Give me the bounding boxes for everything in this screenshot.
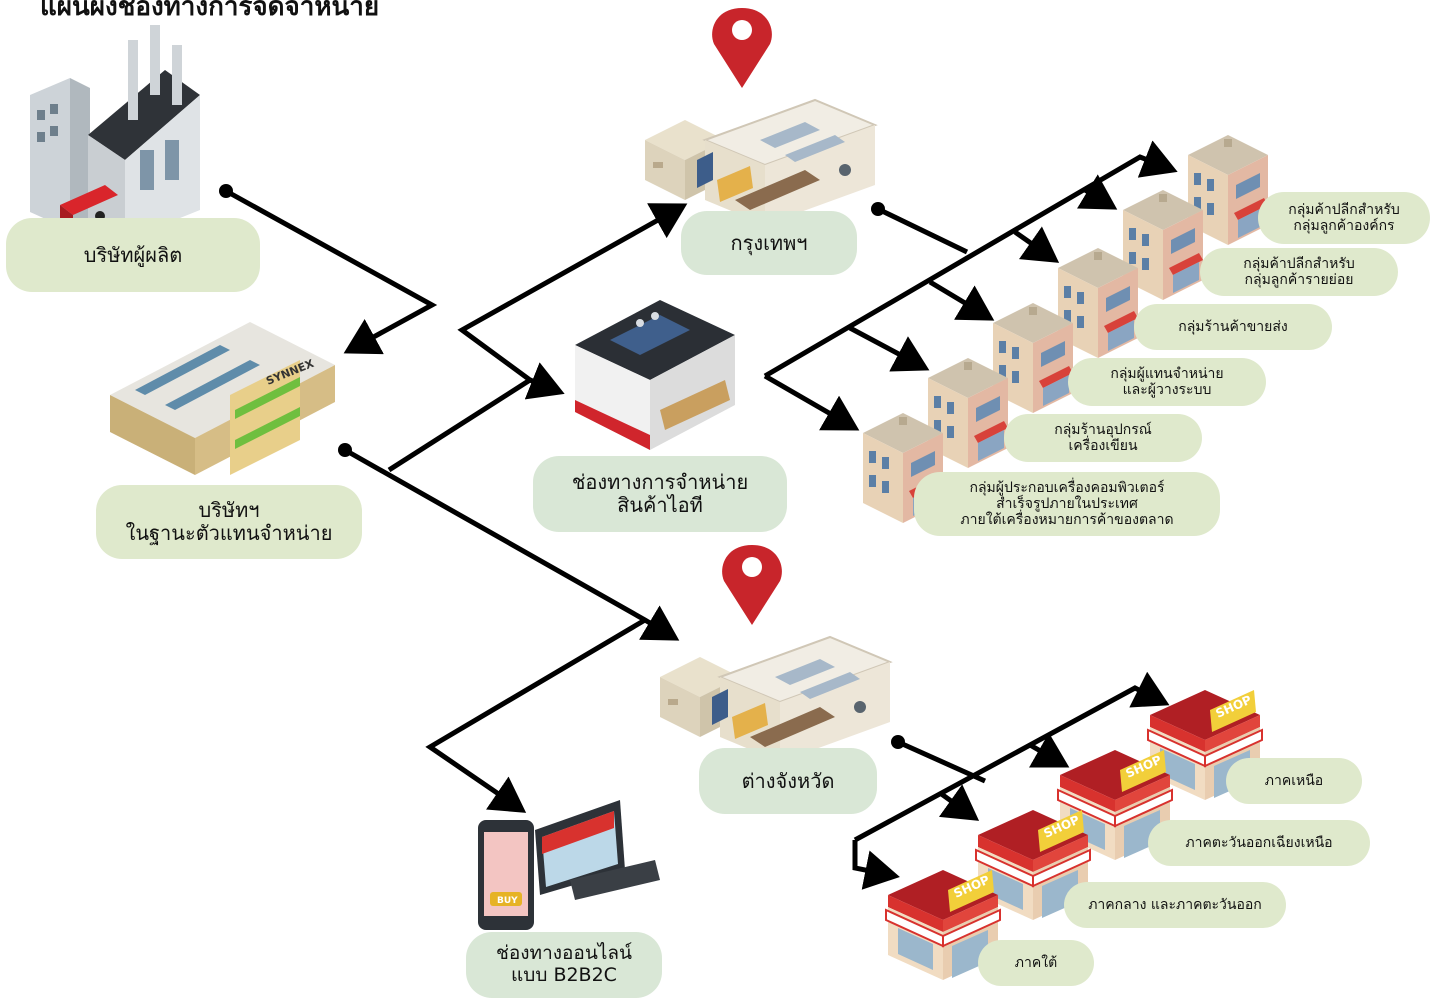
bangkok-hub-illustration [644, 8, 876, 226]
flow-bkk-wholesale [1013, 226, 1060, 263]
online-channel-label: ช่องทางออนไลน์ แบบ B2B2C [466, 932, 662, 998]
buy-label: BUY [497, 896, 518, 906]
flow-bkk-retail-consumer [1076, 174, 1118, 210]
region-text: ภาคกลาง และภาคตะวันออก [1088, 896, 1262, 913]
bkk-customer-retail-consumer: กลุ่มค้าปลีกสำหรับ กลุ่มลูกค้ารายย่อย [1200, 248, 1398, 296]
bkk-customer-line: และผู้วางระบบ [1122, 382, 1212, 398]
bkk-customer-line: กลุ่มลูกค้าองค์กร [1293, 218, 1395, 234]
flow-manufacturer-to-distributor [224, 188, 438, 355]
manufacturer-text: บริษัทผู้ผลิต [83, 242, 183, 267]
flow-to-online [425, 617, 647, 813]
provinces-label: ต่างจังหวัด [699, 748, 877, 814]
bkk-customer-dealers: กลุ่มผู้แทนจำหน่าย และผู้วางระบบ [1068, 358, 1266, 406]
flow-northeast [1028, 732, 1070, 768]
it-channel-label: ช่องทางการจำหน่าย สินค้าไอที [533, 456, 787, 532]
flow-to-it-channel [524, 362, 565, 400]
region-text: ภาคเหนือ [1264, 772, 1324, 789]
bkk-customer-assemblers: กลุ่มผู้ประกอบเครื่องคอมพิวเตอร์ สำเร็จร… [914, 472, 1220, 536]
it-channel-line-1: ช่องทางการจำหน่าย [571, 470, 749, 494]
region-central-east: ภาคกลาง และภาคตะวันออก [1064, 882, 1286, 928]
online-line-2: แบบ B2B2C [511, 964, 617, 986]
online-line-1: ช่องทางออนไลน์ [495, 942, 633, 965]
flow-distributor-up [387, 377, 532, 473]
bkk-customer-line: กลุ่มผู้ประกอบเครื่องคอมพิวเตอร์ [969, 479, 1165, 496]
flow-to-bangkok [457, 203, 688, 383]
bkk-customer-line: กลุ่มร้านค้าขายส่ง [1178, 318, 1288, 335]
provinces-hub-illustration [659, 545, 891, 763]
flow-bangkok-out [876, 206, 969, 255]
provinces-text: ต่างจังหวัด [741, 768, 835, 793]
connector-lines [219, 140, 1178, 890]
flow-bkk-stationery [848, 325, 930, 372]
region-north: ภาคเหนือ [1226, 758, 1362, 804]
region-northeast: ภาคตะวันออกเฉียงเหนือ [1148, 820, 1370, 866]
distributor-building-illustration: SYNNEX [110, 322, 335, 475]
distributor-label: บริษัทฯ ในฐานะตัวแทนจำหน่าย [96, 485, 362, 559]
region-text: ภาคตะวันออกเฉียงเหนือ [1185, 834, 1333, 851]
online-devices-illustration [478, 800, 660, 930]
bkk-customer-line: กลุ่มค้าปลีกสำหรับ [1243, 255, 1355, 272]
manufacturer-label: บริษัทผู้ผลิต [6, 218, 260, 292]
flow-central-east [938, 784, 980, 821]
bangkok-label: กรุงเทพฯ [681, 211, 857, 275]
bangkok-text: กรุงเทพฯ [730, 230, 808, 255]
distributor-line-2: ในฐานะตัวแทนจำหน่าย [125, 521, 333, 545]
bkk-customer-line: กลุ่มผู้แทนจำหน่าย [1110, 365, 1224, 382]
bkk-customer-line: สำเร็จรูปภายในประเทศ [996, 495, 1138, 512]
flow-south [852, 840, 900, 890]
flow-bkk-assemblers [763, 373, 860, 431]
bkk-customer-wholesale: กลุ่มร้านค้าขายส่ง [1134, 304, 1332, 350]
distributor-line-1: บริษัทฯ [198, 498, 260, 522]
bkk-customer-line: กลุ่มร้านอุปกรณ์ [1054, 421, 1152, 438]
region-south: ภาคใต้ [978, 940, 1094, 986]
it-channel-line-2: สินค้าไอที [617, 493, 703, 517]
bkk-customer-line: เครื่องเขียน [1068, 438, 1138, 454]
bkk-customer-line: กลุ่มลูกค้ารายย่อย [1244, 272, 1354, 288]
bkk-customer-line: กลุ่มค้าปลีกสำหรับ [1288, 201, 1400, 218]
flow-bkk-retail-corporate [763, 140, 1178, 379]
flow-bkk-dealers [928, 279, 995, 321]
factory-illustration [30, 25, 200, 240]
page-title: แผนผังช่องทางการจัดจำหน่าย [40, 0, 380, 22]
region-text: ภาคใต้ [1014, 954, 1058, 971]
bkk-customer-stationery: กลุ่มร้านอุปกรณ์ เครื่องเขียน [1004, 414, 1202, 462]
bkk-customer-retail-corporate: กลุ่มค้าปลีกสำหรับ กลุ่มลูกค้าองค์กร [1258, 192, 1430, 244]
bkk-customer-line: ภายใต้เครื่องหมายการค้าของตลาด [960, 512, 1174, 529]
it-warehouse-illustration [575, 300, 735, 450]
